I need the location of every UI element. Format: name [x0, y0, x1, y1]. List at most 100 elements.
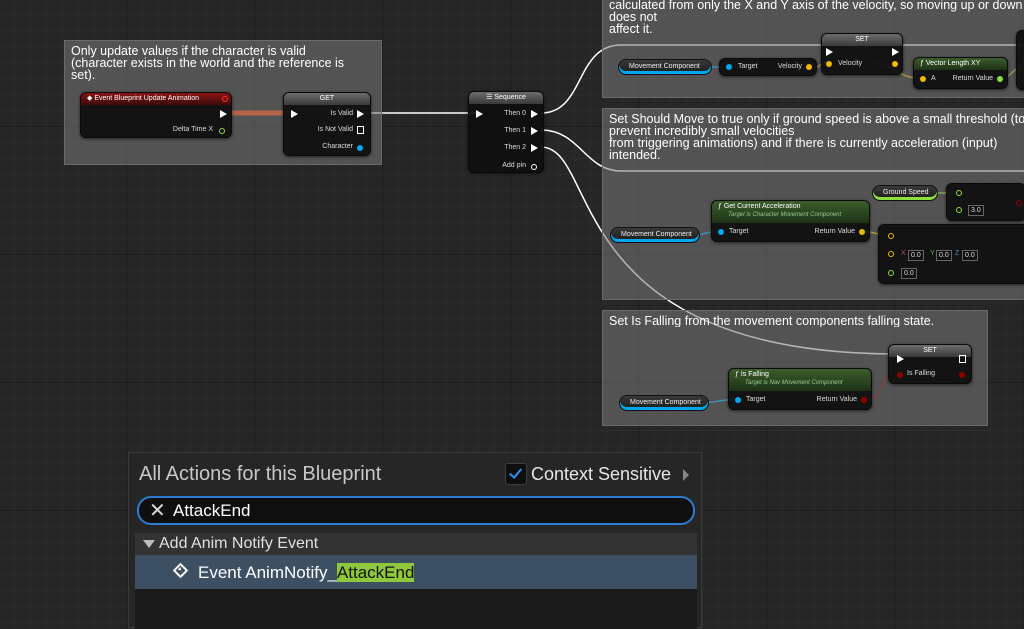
category-collapse-icon[interactable] [143, 540, 155, 548]
ground-speed-var[interactable]: Ground Speed [872, 185, 938, 201]
event-diamond-icon: ◆ [87, 95, 95, 102]
movement-component-var-1[interactable]: Movement Component [618, 59, 712, 75]
movement-component-var-2[interactable]: Movement Component [610, 227, 700, 243]
gca-return-pin[interactable] [859, 229, 865, 235]
get-velocity-node[interactable]: Target Velocity [719, 58, 817, 76]
category-anim-notify[interactable]: Add Anim Notify Event [135, 533, 697, 555]
neq-a-pin[interactable] [888, 233, 894, 239]
tolerance-field[interactable]: 0.0 [901, 268, 917, 279]
is-not-valid-label: Is Not Valid [317, 126, 353, 133]
is-valid-label: Is Valid [330, 110, 353, 117]
set-velocity-header: SET [822, 34, 902, 46]
then0-label: Then 0 [504, 110, 526, 117]
gca-title: Get Current Acceleration [723, 203, 801, 210]
then2-label: Then 2 [504, 144, 526, 151]
sequence-node[interactable]: ☰ Sequence Then 0 Then 1 Then 2 Add pin [468, 91, 544, 173]
action-search-input[interactable] [173, 500, 673, 521]
action-search-box[interactable]: ✕ [137, 496, 695, 525]
partial-node-right-1[interactable] [1016, 30, 1024, 90]
then0-pin[interactable] [531, 110, 538, 118]
context-sensitive-expand-icon[interactable] [683, 469, 689, 481]
sequence-icon: ☰ [486, 94, 495, 101]
is-falling-subtitle: Target is Nav Movement Component [745, 380, 843, 386]
set-is-falling-label: Is Falling [907, 370, 936, 377]
comment-should-move-title: Set Should Move to true only if ground s… [609, 113, 1024, 161]
neq-tol-pin[interactable] [888, 270, 894, 276]
context-sensitive-label[interactable]: Context Sensitive [531, 464, 672, 484]
set-velocity-node[interactable]: SET Velocity [821, 33, 903, 75]
is-falling-target-label: Target [746, 396, 766, 403]
context-sensitive-checkbox[interactable] [505, 463, 527, 485]
vlxy-return-label: Return Value [952, 75, 993, 82]
delta-time-pin[interactable] [219, 128, 225, 134]
clear-search-icon[interactable]: ✕ [149, 500, 166, 522]
get-node-header: GET [284, 93, 370, 105]
set-is-falling-exec-in[interactable] [897, 355, 904, 363]
set-is-falling-node[interactable]: SET Is Falling [888, 344, 972, 384]
vec-x-field[interactable]: 0.0 [908, 250, 924, 261]
set-is-falling-header: SET [889, 345, 971, 357]
event-update-animation-node[interactable]: ◆ Event Blueprint Update Animation Delta… [80, 92, 232, 138]
add-pin-icon[interactable] [531, 164, 537, 170]
function-icon: ƒ [718, 203, 724, 210]
set-is-falling-out-pin[interactable] [959, 372, 965, 378]
neq-b-pin[interactable] [888, 251, 894, 257]
get-validated-node[interactable]: GET Is Valid Is Not Valid Character [283, 92, 371, 156]
vec-y-field[interactable]: 0.0 [936, 250, 952, 261]
then1-label: Then 1 [504, 127, 526, 134]
set-velocity-exec-in[interactable] [826, 48, 833, 56]
set-velocity-exec-out[interactable] [892, 48, 899, 56]
is-not-valid-exec-pin[interactable] [357, 126, 364, 134]
character-pin[interactable] [357, 145, 363, 151]
gt-out-pin[interactable] [1016, 200, 1022, 206]
movement-component-label-2: Movement Component [621, 231, 692, 238]
then2-pin[interactable] [531, 144, 538, 152]
gca-target-pin[interactable] [718, 229, 724, 235]
vlxy-a-pin[interactable] [920, 76, 926, 82]
gca-subtitle: Target is Character Movement Component [728, 212, 842, 218]
is-falling-func-node[interactable]: ƒ Is Falling Target is Nav Movement Comp… [728, 368, 872, 410]
then1-pin[interactable] [531, 127, 538, 135]
action-list-empty-area [135, 589, 697, 629]
action-item-anim-notify-attackend[interactable]: Event AnimNotify_AttackEnd [135, 555, 697, 589]
gt-a-pin[interactable] [956, 190, 962, 196]
comment-is-falling-title: Set Is Falling from the movement compone… [609, 315, 935, 327]
velocity-out-pin[interactable] [806, 64, 812, 70]
vec-z-field[interactable]: 0.0 [962, 250, 978, 261]
vlxy-header: ƒ Vector Length XY [914, 58, 1007, 70]
velocity-out-label: Velocity [777, 63, 802, 70]
event-red-delegate-pin[interactable] [222, 96, 228, 102]
is-falling-return-label: Return Value [816, 396, 857, 403]
threshold-field[interactable]: 3.0 [968, 205, 984, 216]
vec-z-label: Z [955, 250, 960, 257]
gt-b-pin[interactable] [956, 207, 962, 213]
vector-length-xy-node[interactable]: ƒ Vector Length XY A Return Value [913, 57, 1008, 89]
sequence-exec-in-pin[interactable] [476, 110, 483, 118]
set-velocity-label: Velocity [838, 60, 863, 67]
gca-header: ƒ Get Current Acceleration Target is Cha… [712, 201, 869, 223]
greater-than-node[interactable]: 3.0 [946, 183, 1024, 221]
is-falling-return-pin[interactable] [861, 397, 867, 403]
action-item-label: Event AnimNotify_AttackEnd [198, 563, 415, 583]
is-valid-exec-pin[interactable] [357, 110, 364, 118]
vlxy-return-pin[interactable] [997, 76, 1003, 82]
gca-return-label: Return Value [814, 228, 855, 235]
action-item-match: AttackEnd [336, 563, 415, 582]
action-menu[interactable]: All Actions for this Blueprint Context S… [128, 452, 702, 629]
event-exec-out-pin[interactable] [220, 110, 227, 118]
movement-component-var-3[interactable]: Movement Component [619, 395, 709, 411]
set-is-falling-in-pin[interactable] [897, 372, 903, 378]
action-item-prefix: Event AnimNotify_ [198, 563, 337, 582]
get-exec-in-pin[interactable] [291, 110, 298, 118]
set-velocity-in-pin[interactable] [826, 61, 832, 67]
is-falling-target-pin[interactable] [735, 397, 741, 403]
not-equal-vector-node[interactable]: X 0.0 Y 0.0 Z 0.0 0.0 [878, 224, 1024, 284]
add-pin-label[interactable]: Add pin [502, 162, 526, 169]
get-current-acceleration-node[interactable]: ƒ Get Current Acceleration Target is Cha… [711, 200, 870, 242]
set-is-falling-exec-out[interactable] [959, 355, 966, 363]
action-menu-title: All Actions for this Blueprint [139, 463, 382, 485]
velocity-target-pin[interactable] [726, 64, 732, 70]
set-velocity-out-pin[interactable] [892, 61, 898, 67]
is-falling-header: ƒ Is Falling Target is Nav Movement Comp… [729, 369, 871, 391]
vec-x-label: X [901, 250, 906, 257]
